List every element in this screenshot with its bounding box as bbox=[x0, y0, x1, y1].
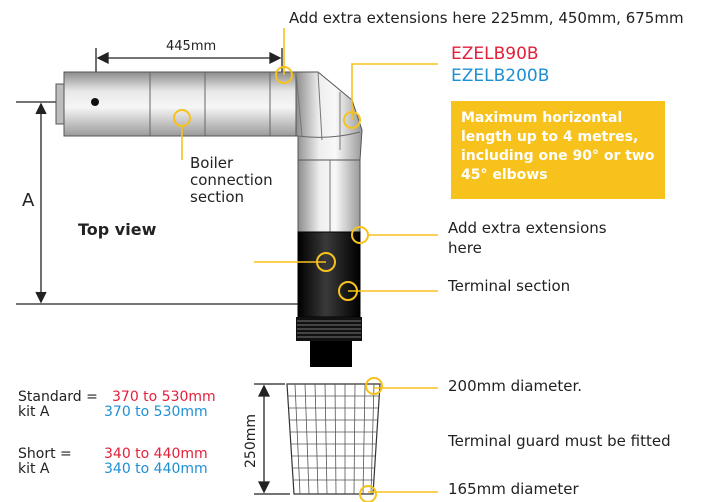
boiler-label-1: Boiler bbox=[190, 154, 234, 172]
max-length-callout: Maximum horizontal length up to 4 metres… bbox=[451, 101, 665, 199]
standard-kit-red: 370 to 530mm bbox=[112, 389, 216, 405]
add-extensions-label-2: here bbox=[448, 239, 482, 257]
top-view-label: Top view bbox=[78, 220, 157, 239]
dimension-445 bbox=[95, 48, 283, 72]
model-ezelb200b: EZELB200B bbox=[451, 66, 550, 86]
dimension-250-label: 250mm bbox=[243, 414, 259, 468]
boiler-label-2: connection bbox=[190, 171, 273, 189]
standard-kit-blue: 370 to 530mm bbox=[104, 404, 208, 420]
dimension-445-label: 445mm bbox=[166, 39, 217, 54]
diameter-165-label: 165mm diameter bbox=[448, 480, 579, 498]
dimension-a-label: A bbox=[22, 190, 35, 211]
vertical-pipe bbox=[297, 159, 361, 233]
short-kit-label-2: kit A bbox=[18, 461, 50, 477]
add-extensions-label-1: Add extra extensions bbox=[448, 219, 607, 237]
terminal-guard bbox=[286, 383, 381, 495]
short-kit-label-1: Short = bbox=[18, 446, 72, 462]
terminal-guard-label: Terminal guard must be fitted bbox=[448, 432, 671, 450]
short-kit-blue: 340 to 440mm bbox=[104, 461, 208, 477]
marker-circles bbox=[173, 66, 383, 502]
terminal-section-label: Terminal section bbox=[448, 277, 571, 295]
dimension-250 bbox=[254, 383, 290, 495]
short-kit-red: 340 to 440mm bbox=[104, 446, 208, 462]
top-extensions-note: Add extra extensions here 225mm, 450mm, … bbox=[289, 9, 684, 27]
horizontal-pipe bbox=[55, 71, 297, 137]
boiler-label-3: section bbox=[190, 188, 245, 206]
standard-kit-label-2: kit A bbox=[18, 404, 50, 420]
diameter-200-label: 200mm diameter. bbox=[448, 377, 583, 395]
dimension-a bbox=[16, 101, 305, 305]
terminal-section bbox=[296, 231, 362, 367]
standard-kit-label-1: Standard = bbox=[18, 389, 98, 405]
model-ezelb90b: EZELB90B bbox=[451, 44, 539, 64]
